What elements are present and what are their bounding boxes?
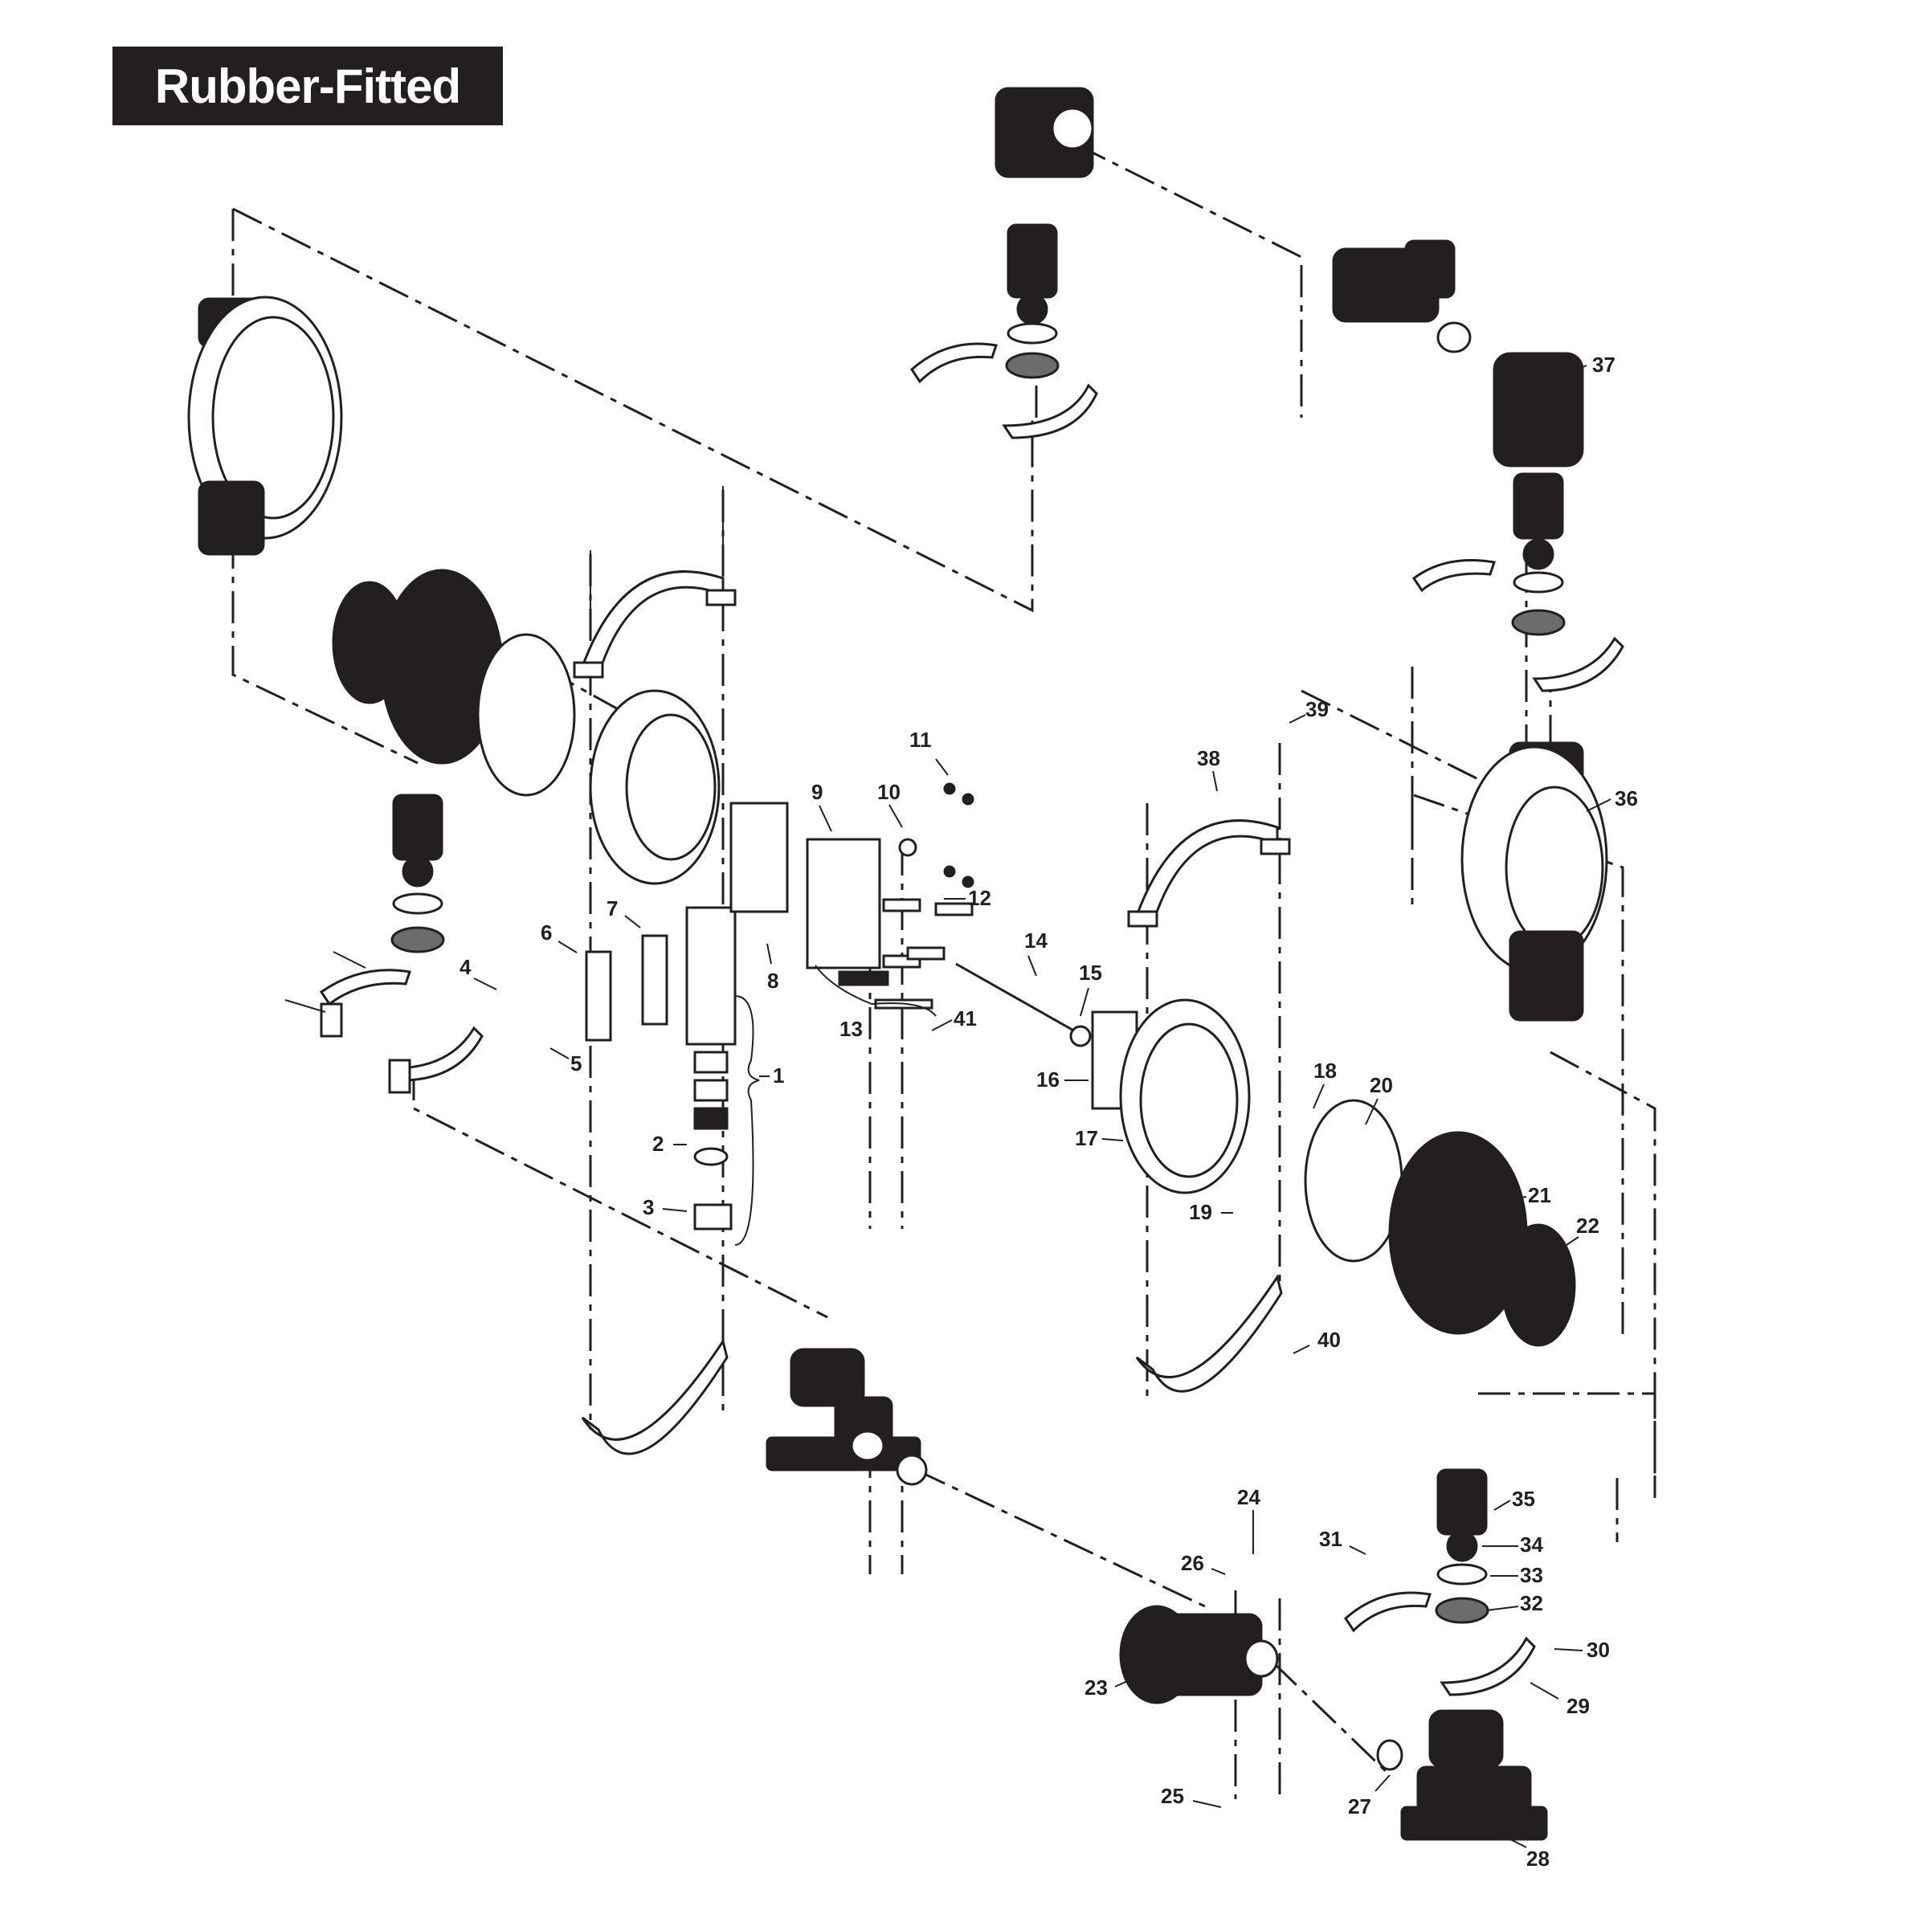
callout-29: 29: [1566, 1694, 1590, 1718]
callout-1: 1: [773, 1063, 784, 1088]
left-clamp-band-upper: [573, 486, 737, 679]
callout-8: 8: [767, 969, 778, 993]
left-outer-chamber: [187, 296, 343, 556]
callout-12: 12: [968, 886, 991, 910]
callout-40: 40: [1317, 1328, 1341, 1352]
callout-21: 21: [1528, 1183, 1551, 1207]
air-valve-parts: [585, 782, 1092, 1047]
callout-2: 2: [652, 1132, 664, 1156]
callout-35: 35: [1512, 1487, 1535, 1511]
lower-inlet-elbow-right: [1376, 1709, 1548, 1841]
callout-30: 30: [1587, 1638, 1610, 1662]
callout-31: 31: [1319, 1527, 1342, 1551]
callout-38: 38: [1197, 746, 1220, 770]
callout-17: 17: [1075, 1126, 1098, 1150]
callout-28: 28: [1526, 1847, 1550, 1871]
callout-24: 24: [1237, 1485, 1260, 1509]
callout-10: 10: [877, 780, 901, 804]
left-diaphragm-plate-set: [332, 569, 721, 885]
callout-33: 33: [1520, 1563, 1543, 1587]
right-clamp-band-lower: [1135, 1274, 1283, 1393]
callout-14: 14: [1024, 929, 1048, 953]
callout-20: 20: [1370, 1073, 1393, 1097]
right-outer-chamber: [1460, 741, 1608, 1022]
callout-15: 15: [1079, 961, 1102, 985]
left-clamp-band-lower: [581, 1338, 729, 1455]
callout-36: 36: [1615, 786, 1638, 810]
right-clamp-band-upper: [1127, 819, 1291, 928]
upper-discharge-manifold: [910, 87, 1098, 439]
left-valve-stack: [284, 794, 484, 1094]
lower-inlet-elbow-left: [766, 1348, 928, 1486]
callout-3: 3: [643, 1195, 654, 1219]
callout-25: 25: [1161, 1784, 1184, 1808]
upper-discharge-tee: [1332, 239, 1624, 692]
lower-inlet-tee: [1119, 1605, 1279, 1704]
title-banner: Rubber-Fitted: [112, 47, 503, 125]
callout-labels: 1 2 3 4 5 6 7 8 9 10 11 12 13 14 15 16 1: [460, 353, 1638, 1871]
assembly-leader-lines: [231, 143, 1656, 1799]
callout-4: 4: [460, 955, 472, 979]
callout-23: 23: [1084, 1675, 1108, 1700]
callout-6: 6: [541, 920, 552, 945]
callout-16: 16: [1036, 1067, 1060, 1092]
callout-11: 11: [909, 728, 932, 752]
callout-13: 13: [839, 1017, 863, 1041]
callout-34: 34: [1520, 1533, 1543, 1557]
right-inner-chamber: [1091, 998, 1576, 1347]
brace-item-1: [734, 995, 760, 1246]
callout-26: 26: [1181, 1551, 1204, 1575]
callout-27: 27: [1348, 1794, 1371, 1818]
callout-32: 32: [1520, 1591, 1543, 1615]
page-title: Rubber-Fitted: [154, 59, 461, 113]
callout-39: 39: [1305, 697, 1329, 721]
callout-41: 41: [954, 1006, 977, 1031]
callout-37: 37: [1592, 353, 1615, 377]
pilot-valve-stack: [693, 1051, 733, 1231]
callout-7: 7: [607, 896, 618, 920]
callout-22: 22: [1576, 1214, 1599, 1238]
callout-5: 5: [570, 1051, 582, 1075]
callout-19: 19: [1189, 1200, 1212, 1224]
callout-18: 18: [1313, 1059, 1337, 1083]
callout-9: 9: [811, 780, 823, 804]
